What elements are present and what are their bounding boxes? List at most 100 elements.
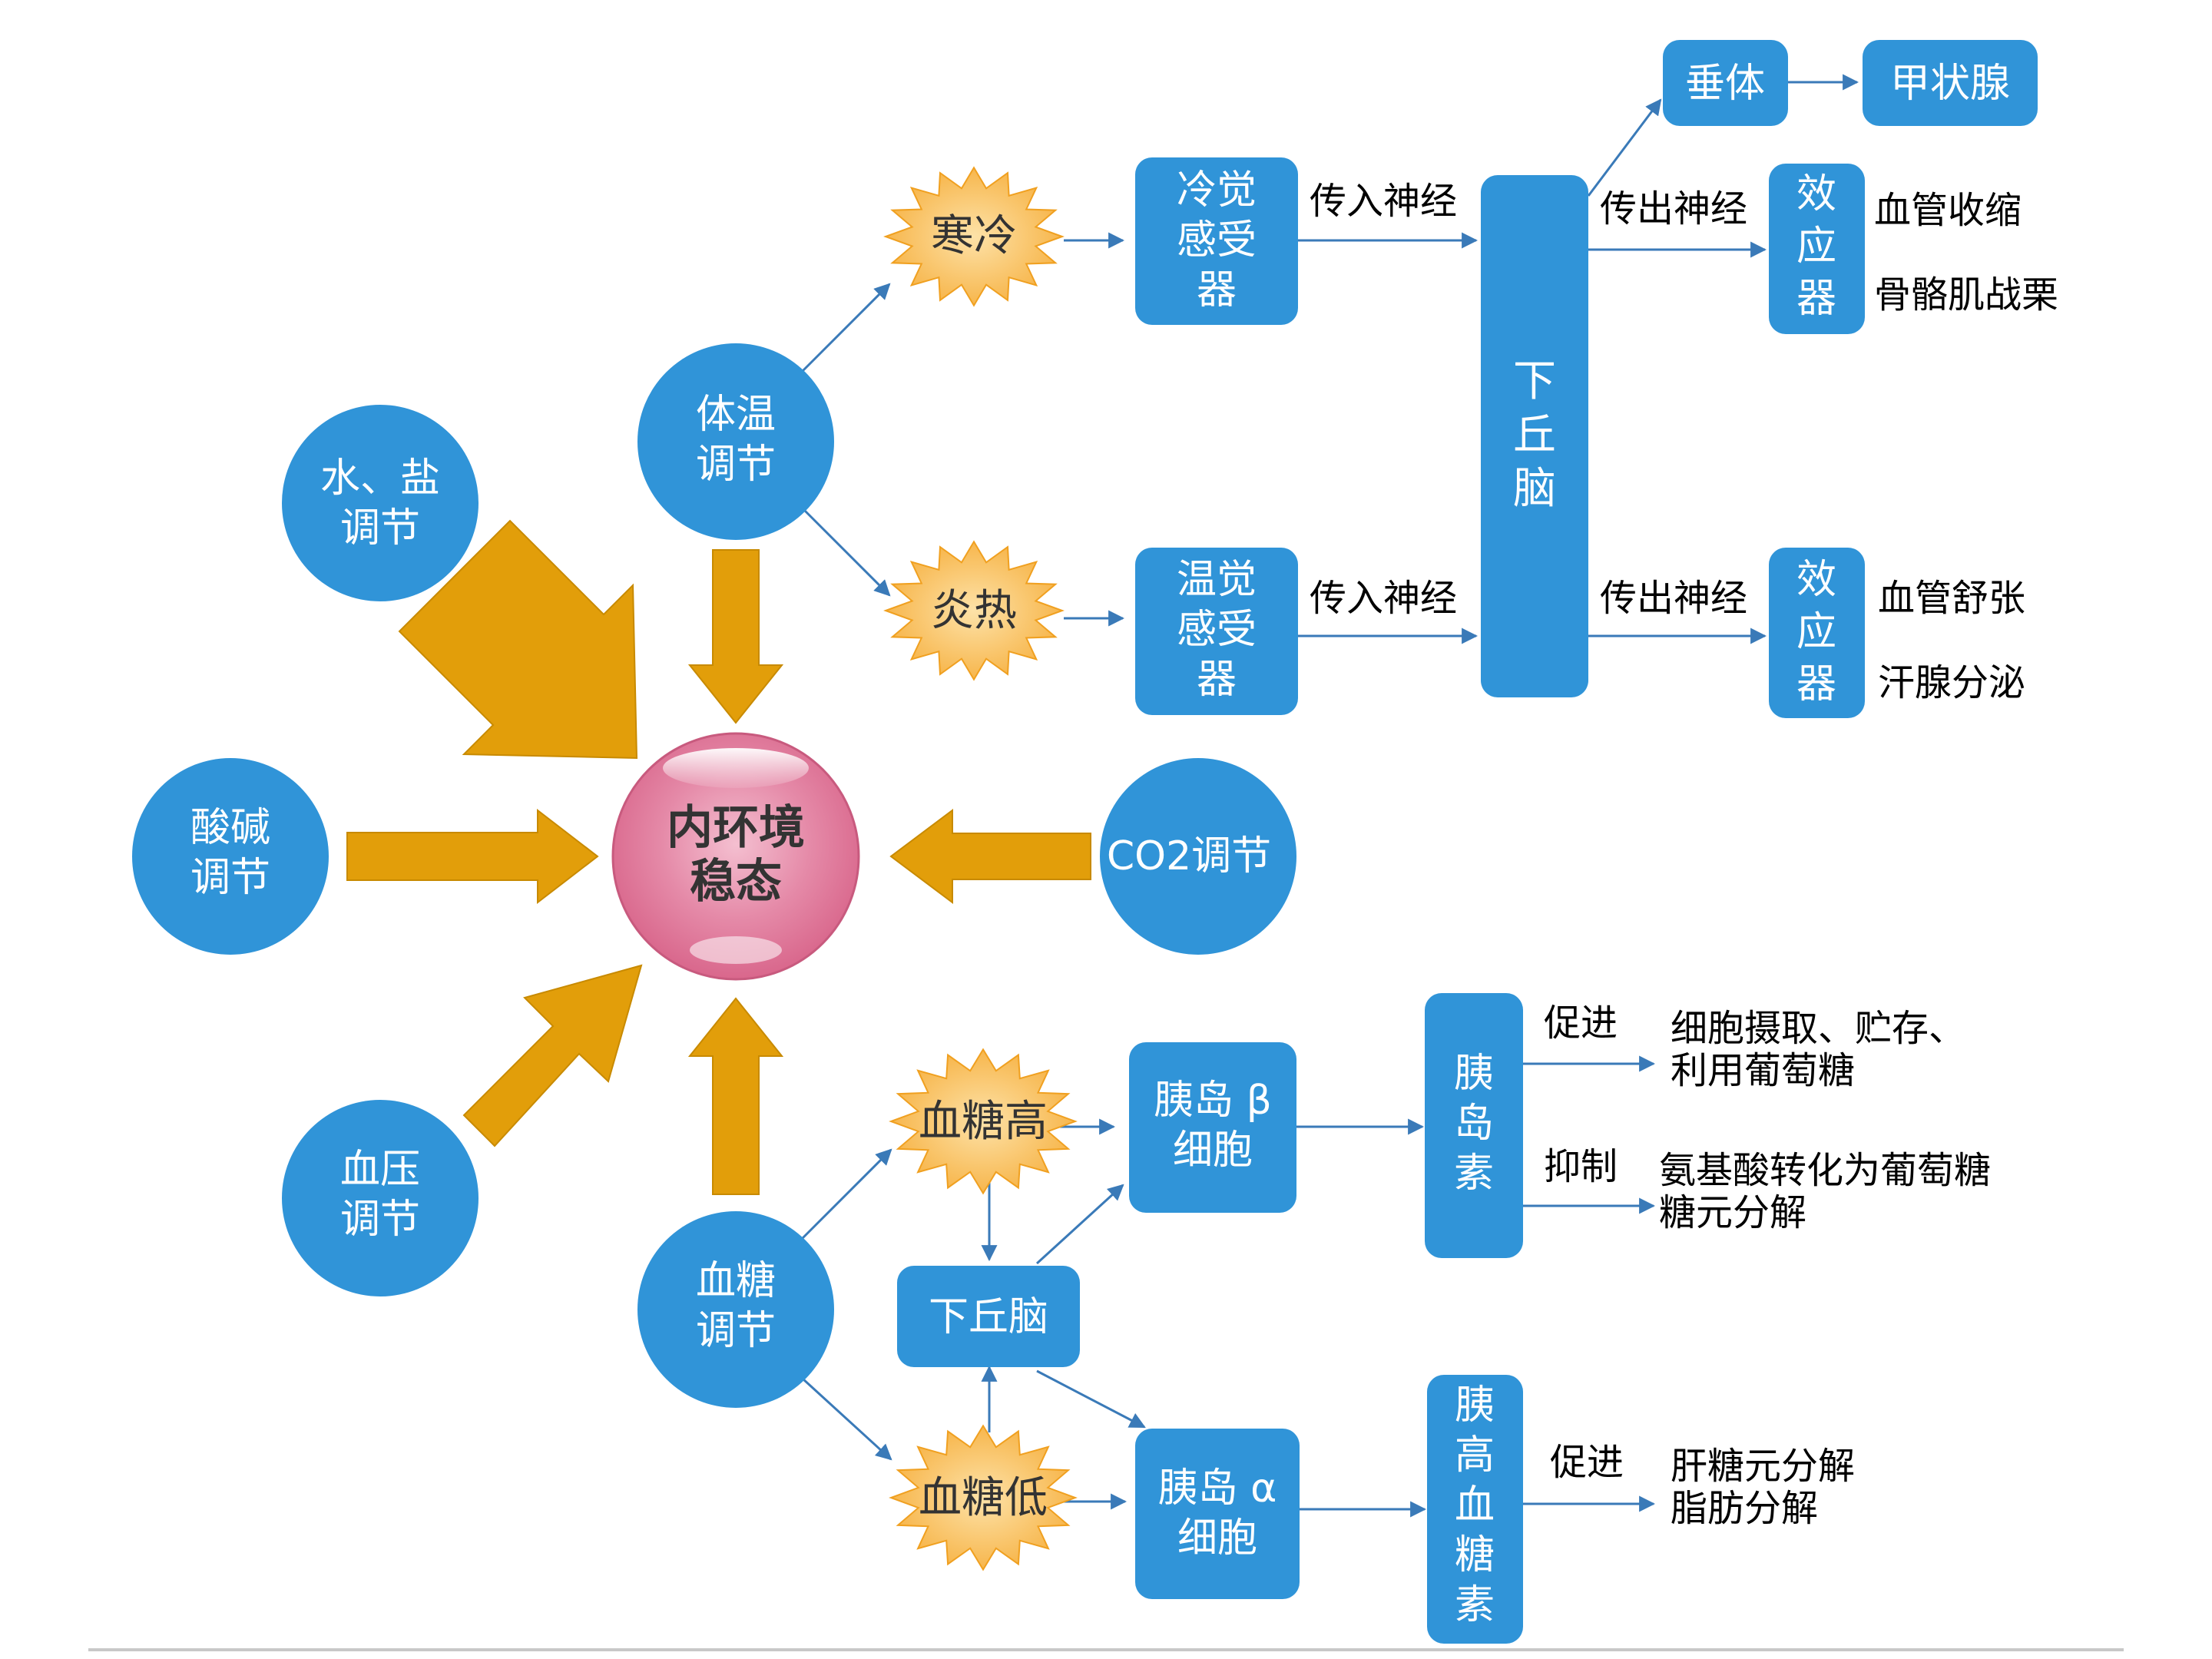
glucagon-char1: 胰 (1455, 1382, 1495, 1429)
box-warm-receptor: 温觉 感受 器 (1135, 548, 1298, 715)
center-homeostasis: 内环境 稳态 (611, 732, 860, 981)
glucagon-char3: 血 (1455, 1482, 1495, 1528)
insulin-inhibit-effect-1: 氨基酸转化为葡萄糖 (1659, 1149, 1991, 1192)
burst-low-sugar-label: 血糖低 (919, 1473, 1048, 1523)
temperature-labels: 传入神经 传入神经 传出神经 传出神经 血管收缩 骨骼肌战栗 血管舒张 汗腺分泌 (1310, 180, 2058, 704)
arrow-hypo-to-alpha (1036, 1369, 1146, 1429)
hot-effect-2: 汗腺分泌 (1878, 661, 2025, 704)
block-arrows (346, 519, 1091, 1195)
beta-cell-line1: 胰岛 β (1154, 1078, 1272, 1124)
glucagon-char2: 高 (1455, 1432, 1495, 1479)
insulin-char2: 岛 (1454, 1101, 1494, 1147)
alpha-cell-line2: 细胞 (1177, 1515, 1257, 1561)
arrow-sugar-to-low (801, 1377, 892, 1461)
cold-receptor-line2: 感受 (1177, 217, 1257, 263)
hypothalamus-glucose-label: 下丘脑 (929, 1294, 1048, 1340)
block-arrow-water-salt (398, 519, 638, 760)
hypothalamus-temp-char1: 下 (1513, 356, 1556, 406)
label-afferent-bottom: 传入神经 (1310, 577, 1457, 620)
block-arrow-acid-base (346, 808, 599, 905)
box-beta-cell: 胰岛 β 细胞 (1129, 1042, 1296, 1213)
box-hypothalamus-temp: 下 丘 脑 (1481, 175, 1588, 697)
arrow-hypo-to-beta (1035, 1184, 1124, 1265)
glucagon-char5: 素 (1455, 1582, 1495, 1628)
box-cold-receptor: 冷觉 感受 器 (1135, 157, 1298, 325)
label-promote-2: 促进 (1550, 1441, 1624, 1484)
label-efferent-bottom: 传出神经 (1600, 577, 1747, 620)
hot-effect-1: 血管舒张 (1878, 577, 2025, 620)
burst-low-sugar: 血糖低 (889, 1424, 1078, 1571)
node-blood-sugar: 血糖 调节 (637, 1211, 834, 1408)
node-water-salt: 水、盐 调节 (282, 405, 478, 601)
node-co2-label: CO2调节 (1107, 833, 1271, 879)
effector-top-char1: 效 (1796, 171, 1836, 217)
center-highlight-bottom (690, 936, 782, 964)
glucagon-effect-2: 脂肪分解 (1671, 1487, 1818, 1530)
box-thyroid: 甲状腺 (1863, 40, 2038, 126)
arrow-temp-to-hot (801, 507, 891, 597)
node-blood-sugar-line2: 调节 (696, 1308, 776, 1354)
burst-cold-label: 寒冷 (931, 211, 1017, 261)
burst-high-sugar: 血糖高 (889, 1048, 1078, 1195)
burst-nodes: 寒冷 炎热 血糖高 血糖低 (883, 166, 1078, 1571)
node-water-salt-line1: 水、盐 (320, 455, 440, 502)
block-arrow-co2 (889, 809, 1091, 904)
regulator-nodes: 水、盐 调节 体温 调节 酸碱 调节 CO2调节 血压 调节 血糖 调节 (132, 343, 1296, 1408)
glucagon-char4: 糖 (1455, 1532, 1495, 1578)
thyroid-label: 甲状腺 (1890, 61, 2010, 107)
effector-top-char3: 器 (1796, 276, 1836, 322)
connector-lines (801, 74, 1859, 1518)
node-body-temp-line2: 调节 (696, 442, 776, 488)
burst-hot-label: 炎热 (931, 586, 1017, 636)
block-arrow-blood-pressure (462, 964, 643, 1147)
node-body-temp: 体温 调节 (637, 343, 834, 540)
box-effector-bottom: 效 应 器 (1769, 548, 1865, 718)
node-blood-pressure: 血压 调节 (282, 1100, 478, 1296)
glucagon-effect-1: 肝糖元分解 (1671, 1445, 1855, 1488)
box-effector-top: 效 应 器 (1769, 164, 1865, 334)
beta-cell-line2: 细胞 (1173, 1128, 1253, 1174)
alpha-cell-line1: 胰岛 α (1158, 1465, 1277, 1512)
glucose-labels: 促进 抑制 促进 细胞摄取、贮存、 利用葡萄糖 氨基酸转化为葡萄糖 糖元分解 肝… (1544, 1002, 1991, 1530)
insulin-char1: 胰 (1454, 1051, 1494, 1097)
center-highlight-top (663, 748, 809, 788)
node-acid-base-line2: 调节 (190, 855, 270, 901)
node-co2: CO2调节 (1100, 758, 1296, 955)
insulin-char3: 素 (1454, 1151, 1494, 1197)
effector-bottom-char3: 器 (1796, 661, 1836, 707)
node-blood-pressure-line2: 调节 (340, 1197, 420, 1243)
warm-receptor-line2: 感受 (1177, 607, 1257, 653)
box-pituitary: 垂体 (1663, 40, 1788, 126)
center-line2: 稳态 (690, 855, 782, 909)
effector-top-char2: 应 (1796, 224, 1836, 270)
center-line1: 内环境 (667, 801, 805, 855)
cold-effect-1: 血管收缩 (1874, 189, 2022, 232)
node-acid-base-line1: 酸碱 (190, 805, 270, 851)
burst-high-sugar-label: 血糖高 (919, 1097, 1048, 1147)
label-efferent-top: 传出神经 (1600, 187, 1747, 230)
node-water-salt-line2: 调节 (340, 505, 420, 551)
cold-effect-2: 骨骼肌战栗 (1874, 273, 2058, 316)
warm-receptor-line3: 器 (1197, 657, 1237, 703)
arrow-hypo-to-pituitary (1587, 98, 1662, 197)
box-insulin: 胰 岛 素 (1425, 993, 1523, 1258)
box-alpha-cell: 胰岛 α 细胞 (1135, 1429, 1300, 1599)
cold-receptor-line1: 冷觉 (1177, 167, 1257, 214)
node-blood-pressure-line1: 血压 (340, 1147, 420, 1193)
node-blood-sugar-line1: 血糖 (696, 1258, 776, 1304)
effector-bottom-char1: 效 (1796, 557, 1836, 603)
node-body-temp-line1: 体温 (696, 392, 776, 438)
hypothalamus-temp-char3: 脑 (1513, 464, 1556, 514)
box-hypothalamus-glucose: 下丘脑 (897, 1266, 1080, 1367)
glucose-boxes: 下丘脑 胰岛 β 细胞 胰岛 α 细胞 胰 岛 素 胰 高 血 糖 素 (897, 993, 1523, 1644)
label-afferent-top: 传入神经 (1310, 180, 1457, 223)
temperature-boxes: 冷觉 感受 器 温觉 感受 器 下 丘 脑 垂体 甲状腺 效 应 器 (1135, 40, 2038, 718)
arrow-temp-to-cold (801, 283, 891, 373)
node-acid-base: 酸碱 调节 (132, 758, 329, 955)
arrow-sugar-to-high (801, 1148, 892, 1240)
label-promote-1: 促进 (1544, 1002, 1618, 1045)
pituitary-label: 垂体 (1685, 61, 1765, 107)
box-glucagon: 胰 高 血 糖 素 (1427, 1375, 1523, 1644)
insulin-promote-effect-1: 细胞摄取、贮存、 (1671, 1007, 1965, 1050)
